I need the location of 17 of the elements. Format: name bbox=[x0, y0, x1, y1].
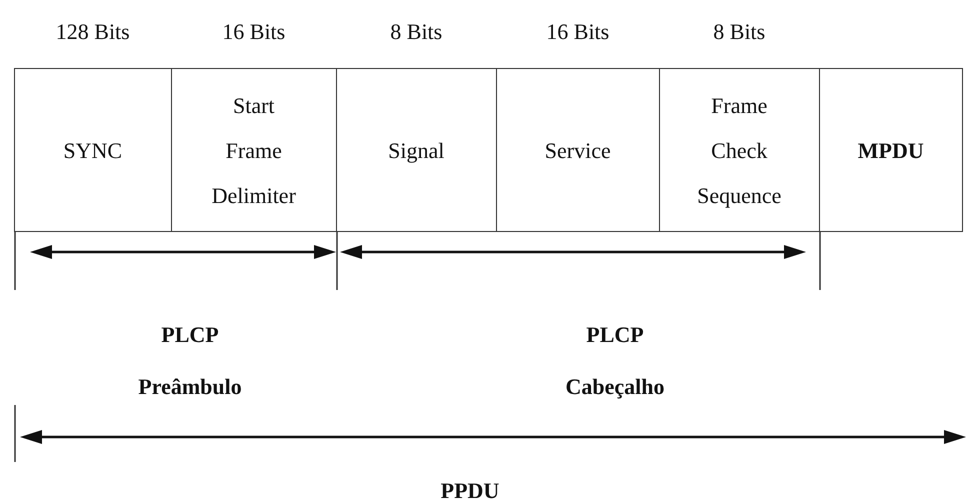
span-label: PPDU bbox=[440, 478, 500, 503]
field-name: Service bbox=[544, 136, 612, 164]
field-name: Frame Check Sequence bbox=[696, 92, 782, 210]
bit-size: 8 Bits bbox=[712, 19, 766, 45]
field-name: Signal bbox=[387, 136, 446, 165]
span-label: PLCP bbox=[586, 322, 644, 348]
field-name: MPDU bbox=[856, 136, 925, 164]
span-label: Preâmbulo bbox=[138, 374, 242, 400]
bit-size: 8 Bits bbox=[389, 19, 444, 45]
field-name: Start Frame Delimiter bbox=[210, 92, 297, 210]
bit-size: 128 Bits bbox=[54, 19, 131, 45]
field-name: SYNC bbox=[62, 136, 124, 164]
span-label: PLCP bbox=[161, 322, 219, 348]
frame-field bbox=[818, 68, 963, 232]
span-label: Cabeçalho bbox=[566, 374, 664, 400]
bit-size: 16 Bits bbox=[221, 19, 286, 45]
bit-size: 16 Bits bbox=[545, 19, 610, 45]
